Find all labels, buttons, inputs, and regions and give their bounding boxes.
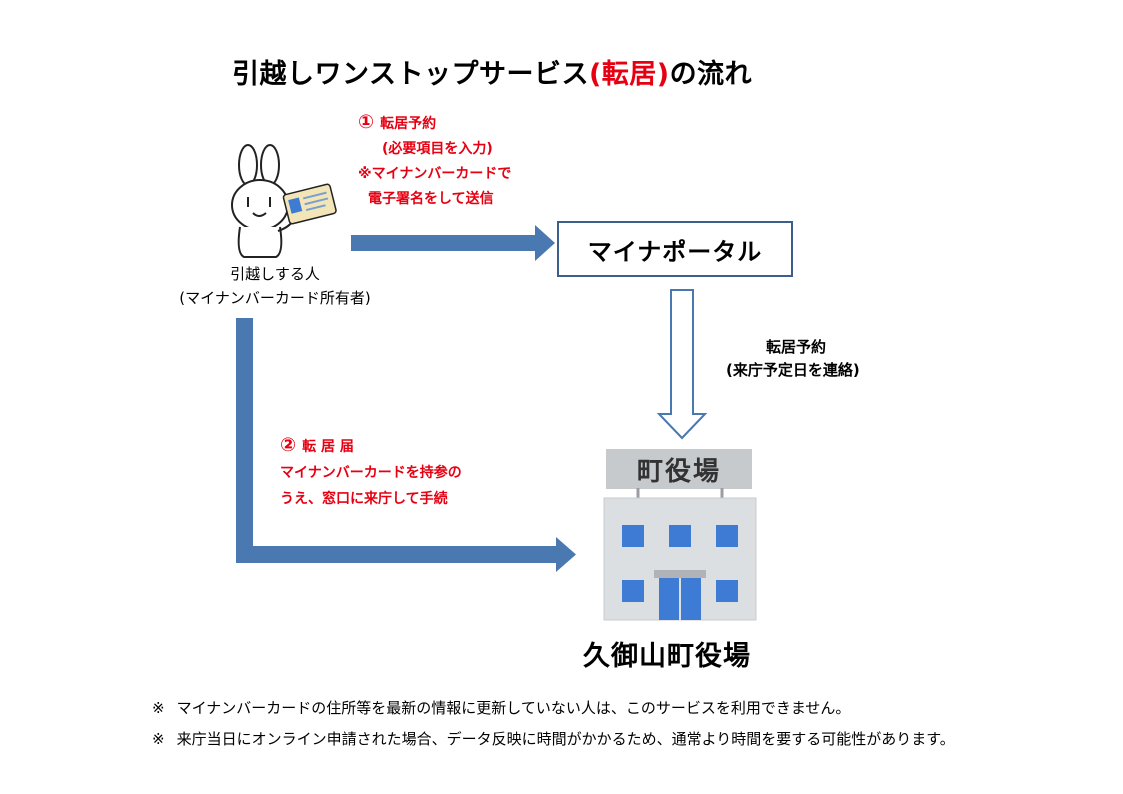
- title-prefix: 引越しワンストップサービス: [232, 59, 589, 90]
- step2-title: 転 居 届: [302, 439, 354, 455]
- step1-line2: (必要項目を入力): [382, 141, 493, 157]
- step1-title: 転居予約: [380, 116, 437, 132]
- person-label-line1: 引越しする人: [230, 265, 320, 283]
- step2-line2: マイナンバーカードを持参の: [280, 465, 462, 481]
- office-name: 久御山町役場: [583, 641, 751, 672]
- person-label-line2: (マイナンバーカード所有者): [179, 289, 371, 307]
- footnote-1-mark: ※: [152, 699, 165, 717]
- arrow-portal-to-office: [656, 289, 708, 440]
- footnote-1-text: マイナンバーカードの住所等を最新の情報に更新していない人は、このサービスを利用で…: [176, 699, 851, 717]
- rabbit-mascot-holding-card-icon: [231, 144, 337, 258]
- portal-to-office-note: 転居予約 (来庁予定日を連絡): [726, 336, 926, 382]
- step2-description: ② 転 居 届 マイナンバーカードを持参の うえ、窓口に来庁して手続: [280, 432, 462, 512]
- page-title: 引越しワンストップサービス(転居)の流れ: [232, 52, 752, 91]
- footnote-2-text: 来庁当日にオンライン申請された場合、データ反映に時間がかかるため、通常より時間を…: [176, 730, 955, 748]
- step2-number: ②: [280, 434, 297, 456]
- mynaportal-box: マイナポータル: [557, 221, 793, 277]
- step1-description: ① 転居予約 (必要項目を入力) ※マイナンバーカードで 電子署名をして送信: [358, 110, 511, 212]
- title-highlight: (転居): [588, 59, 670, 90]
- footnote-2-mark: ※: [152, 730, 165, 748]
- arrow-to-portal: [351, 225, 555, 261]
- arrow-to-office: [236, 318, 576, 572]
- mynaportal-label: マイナポータル: [587, 237, 763, 266]
- office-building-icon: [603, 488, 757, 621]
- portal-note-line1: 転居予約: [766, 338, 827, 356]
- step2-line3: うえ、窓口に来庁して手続: [280, 491, 448, 507]
- office-sign-label: 町役場: [636, 456, 721, 487]
- person-label: 引越しする人 (マイナンバーカード所有者): [150, 262, 400, 310]
- portal-note-line2: (来庁予定日を連絡): [726, 361, 860, 379]
- footnote-2: ※ 来庁当日にオンライン申請された場合、データ反映に時間がかかるため、通常より時間…: [152, 724, 955, 755]
- footnotes: ※ マイナンバーカードの住所等を最新の情報に更新していない人は、このサービスを利用…: [152, 693, 955, 755]
- title-suffix: の流れ: [669, 59, 753, 90]
- step1-number: ①: [358, 111, 375, 133]
- step1-line4: 電子署名をして送信: [368, 191, 494, 207]
- footnote-1: ※ マイナンバーカードの住所等を最新の情報に更新していない人は、このサービスを利用…: [152, 693, 955, 724]
- step1-line3: ※マイナンバーカードで: [358, 166, 512, 182]
- office-sign: 町役場: [606, 449, 752, 489]
